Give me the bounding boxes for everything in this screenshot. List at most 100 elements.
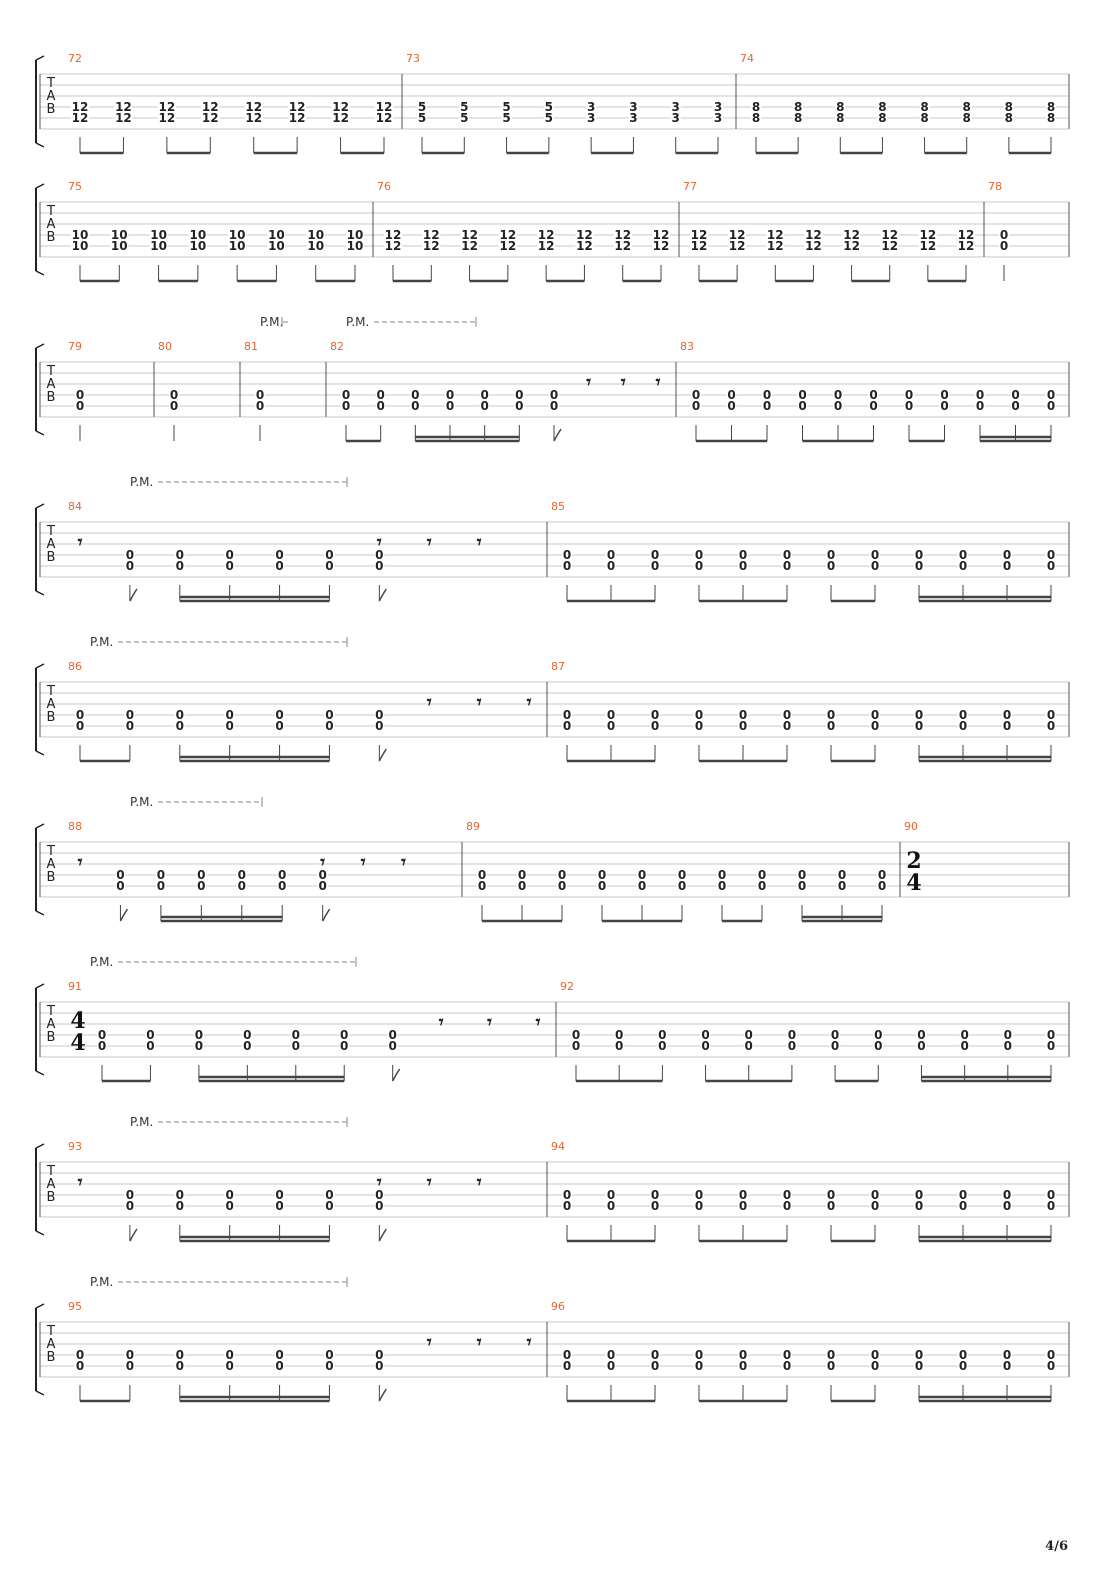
fret-backdrop	[743, 1040, 754, 1051]
fret-number: 0	[275, 1199, 283, 1213]
fret-number: 0	[959, 1348, 967, 1362]
fret-backdrop	[870, 549, 880, 560]
fret-number: 8	[1005, 100, 1013, 114]
tab-clef-letter: T	[46, 1324, 55, 1339]
fret-number: 0	[905, 399, 913, 413]
fret-number: 0	[325, 1199, 333, 1213]
fret-backdrop	[374, 720, 385, 731]
fret-number: 0	[98, 1028, 106, 1042]
bracket-bottom-hook	[35, 430, 45, 436]
fret-backdrop	[870, 709, 880, 720]
fret-number: 8	[836, 111, 844, 125]
fret-number: 0	[718, 879, 726, 893]
fret-number: 12	[159, 100, 176, 114]
fret-number: 8	[963, 111, 971, 125]
fret-backdrop	[1046, 400, 1056, 411]
fret-number: 0	[959, 559, 967, 573]
fret-backdrop	[75, 709, 85, 720]
fret-backdrop	[324, 1189, 335, 1200]
fret-backdrop	[904, 400, 914, 411]
fret-number: 0	[480, 388, 488, 402]
tab-system: TAB88𝄾000000000000𝄾𝄾𝄾8900000000000000000…	[35, 795, 1070, 923]
fret-number: 0	[869, 399, 877, 413]
fret-backdrop	[650, 1360, 660, 1371]
measure-number: 73	[406, 52, 420, 65]
eighth-rest: 𝄾	[427, 1332, 432, 1353]
eighth-rest: 𝄾	[78, 852, 83, 873]
fret-number: 0	[783, 1359, 791, 1373]
fret-number: 8	[1047, 111, 1055, 125]
measure-number: 84	[68, 500, 82, 513]
note-flag	[129, 588, 138, 602]
palm-mute-label: P.M.	[130, 1115, 153, 1129]
fret-number: 0	[318, 868, 326, 882]
fret-backdrop	[571, 1029, 581, 1040]
fret-backdrop	[224, 560, 235, 571]
fret-backdrop	[501, 101, 512, 112]
measure-number: 85	[551, 500, 565, 513]
fret-number: 0	[783, 1348, 791, 1362]
fret-number: 10	[190, 228, 207, 242]
fret-backdrop	[346, 229, 364, 240]
tab-clef-letter: A	[47, 1337, 56, 1352]
tab-systems: TAB7212121212121212121212121212121212735…	[35, 52, 1070, 1403]
fret-backdrop	[880, 240, 899, 251]
fret-number: 0	[375, 559, 383, 573]
fret-backdrop	[782, 549, 792, 560]
fret-backdrop	[288, 112, 307, 123]
fret-backdrop	[274, 549, 285, 560]
fret-number: 0	[411, 399, 419, 413]
fret-backdrop	[694, 560, 704, 571]
fret-backdrop	[738, 1360, 748, 1371]
fret-number: 12	[729, 228, 746, 242]
fret-backdrop	[826, 1189, 836, 1200]
fret-backdrop	[562, 709, 572, 720]
fret-backdrop	[422, 240, 441, 251]
fret-backdrop	[738, 1189, 748, 1200]
fret-number: 12	[881, 228, 898, 242]
fret-number: 0	[275, 719, 283, 733]
fret-number: 12	[385, 239, 402, 253]
fret-backdrop	[958, 1349, 968, 1360]
eighth-rest: 𝄾	[656, 372, 661, 393]
bracket-top-hook	[35, 55, 45, 61]
fret-backdrop	[826, 709, 836, 720]
fret-number: 0	[651, 719, 659, 733]
fret-backdrop	[614, 1029, 625, 1040]
fret-number: 0	[695, 1188, 703, 1202]
fret-number: 0	[563, 1199, 571, 1213]
fret-backdrop	[870, 1349, 880, 1360]
fret-backdrop	[606, 1200, 616, 1211]
time-signature-digit: 4	[70, 1008, 85, 1034]
fret-backdrop	[914, 720, 924, 731]
fret-backdrop	[606, 549, 616, 560]
fret-backdrop	[586, 101, 597, 112]
fret-backdrop	[586, 112, 597, 123]
fret-number: 0	[126, 708, 134, 722]
fret-backdrop	[1002, 1029, 1013, 1040]
fret-backdrop	[324, 709, 335, 720]
fret-number: 0	[763, 399, 771, 413]
fret-backdrop	[766, 229, 785, 240]
fret-backdrop	[422, 229, 441, 240]
fret-number: 0	[651, 1199, 659, 1213]
fret-number: 12	[805, 228, 822, 242]
eighth-rest: 𝄾	[621, 372, 626, 393]
fret-number: 0	[478, 868, 486, 882]
fret-number: 0	[126, 1188, 134, 1202]
fret-backdrop	[331, 101, 350, 112]
fret-number: 0	[915, 559, 923, 573]
fret-backdrop	[1046, 1029, 1056, 1040]
fret-number: 12	[376, 111, 393, 125]
fret-number: 0	[878, 868, 886, 882]
fret-backdrop	[877, 880, 887, 891]
measure-number: 81	[244, 340, 258, 353]
bracket-top-hook	[35, 823, 45, 829]
fret-backdrop	[71, 101, 89, 112]
